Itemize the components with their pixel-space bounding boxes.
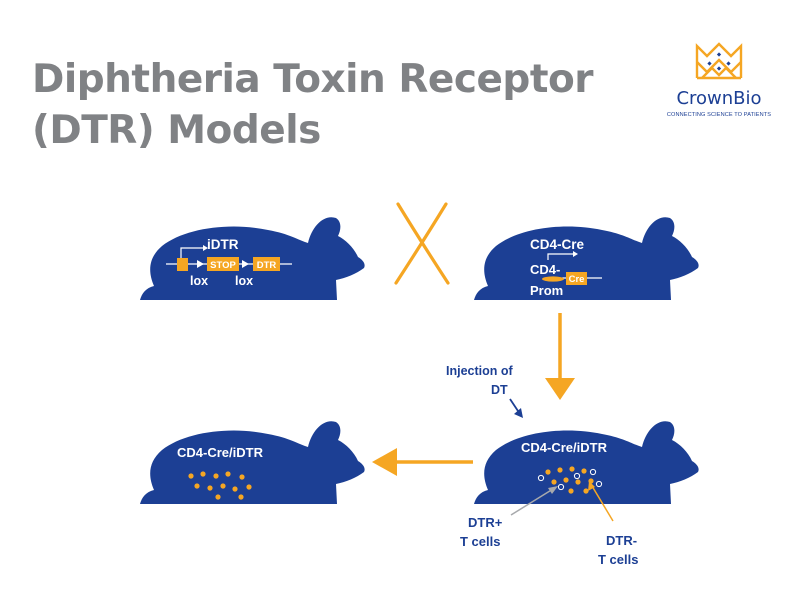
mouse-cd4-cre-idtr: CD4-Cre/iDTR (474, 421, 699, 522)
remaining-t-cell (220, 483, 226, 489)
page-title-line-1: Diphtheria Toxin Receptor (32, 57, 594, 102)
remaining-t-cell (213, 473, 219, 479)
lox-site-1 (197, 260, 204, 268)
dtr-label: DTR (257, 260, 277, 271)
idtr-promoter-arrow (180, 245, 208, 258)
crownbio-logo: CrownBio CONNECTING SCIENCE TO PATIENTS (664, 40, 774, 130)
remaining-t-cell (188, 473, 194, 479)
cre-gene-block (566, 272, 587, 285)
dtr-minus-pointer (588, 481, 614, 522)
dtr-plus-t-cell (589, 468, 597, 476)
mouse-silhouette (474, 217, 699, 300)
stop-cassette (207, 257, 239, 271)
mouse-silhouette (140, 421, 365, 504)
mouse-cd4-cre: CD4-Cre Cre CD4- Prom (474, 217, 699, 300)
remaining-t-cells (188, 471, 252, 500)
logo-name: CrownBio (676, 88, 762, 109)
dtr-plus-t-cell (595, 480, 603, 488)
stop-label: STOP (210, 260, 236, 271)
dtr-minus-t-cell (575, 479, 581, 485)
remaining-t-cell (246, 484, 252, 490)
cd4-promoter-arrow (547, 251, 578, 260)
down-arrow (545, 313, 575, 400)
dtr-plus-t-cell (537, 474, 545, 482)
dtr-minus-t-cell (581, 468, 587, 474)
remaining-t-cell (232, 486, 238, 492)
injection-label-line-1: Injection of (446, 364, 514, 378)
lox-label-2: lox (235, 274, 253, 288)
remaining-t-cell (239, 474, 245, 480)
dtr-gene-block (253, 257, 280, 271)
dtr-minus-label-line-2: T cells (598, 552, 638, 567)
dtr-minus-t-cell (583, 488, 589, 494)
idtr-promoter-block (177, 258, 188, 271)
injection-label-line-2: DT (491, 383, 508, 397)
lox-label-1: lox (190, 274, 208, 288)
remaining-t-cell (215, 494, 221, 500)
lox-site-2 (242, 260, 249, 268)
cd4-prom-label-line-1: CD4- (530, 262, 560, 277)
remaining-t-cell (225, 471, 231, 477)
dtr-plus-t-cell (573, 472, 581, 480)
cd4-cre-idtr-label: CD4-Cre/iDTR (521, 440, 608, 455)
dtr-minus-t-cell (563, 477, 569, 483)
dtr-minus-t-cell (569, 466, 575, 472)
dtr-plus-label-line-2: T cells (460, 534, 500, 549)
idtr-label: iDTR (207, 237, 239, 252)
cd4-promoter-element (542, 276, 564, 282)
mouse-idtr: iDTR STOP DTR lox lox (140, 217, 365, 300)
dtr-minus-t-cell (557, 467, 563, 473)
page-title: Diphtheria Toxin Receptor (DTR) Models (32, 54, 594, 156)
dtr-minus-t-cell (545, 469, 551, 475)
remaining-t-cell (194, 483, 200, 489)
remaining-t-cell (200, 471, 206, 477)
cross-icon (394, 202, 450, 285)
dtr-plus-label-line-1: DTR+ (468, 515, 503, 530)
dtr-plus-t-cell (557, 483, 565, 491)
logo-tagline: CONNECTING SCIENCE TO PATIENTS (666, 112, 772, 118)
cd4-cre-idtr-depleted-label: CD4-Cre/iDTR (177, 445, 264, 460)
remaining-t-cell (238, 494, 244, 500)
remaining-t-cell (207, 485, 213, 491)
page-title-line-2: (DTR) Models (32, 108, 321, 153)
t-cell-cluster (537, 466, 603, 494)
mouse-cd4-cre-idtr-depleted: CD4-Cre/iDTR (140, 421, 365, 504)
crown-icon (695, 42, 743, 80)
dtr-minus-t-cell (568, 488, 574, 494)
cre-label: Cre (569, 274, 585, 285)
dtr-plus-pointer (510, 486, 558, 516)
dtr-minus-t-cell (551, 479, 557, 485)
dtr-minus-label-line-1: DTR- (606, 533, 637, 548)
cd4-prom-label-line-2: Prom (530, 283, 563, 298)
left-arrow (372, 448, 473, 476)
injection-arrow-icon (509, 398, 523, 418)
cd4-cre-label: CD4-Cre (530, 237, 585, 252)
